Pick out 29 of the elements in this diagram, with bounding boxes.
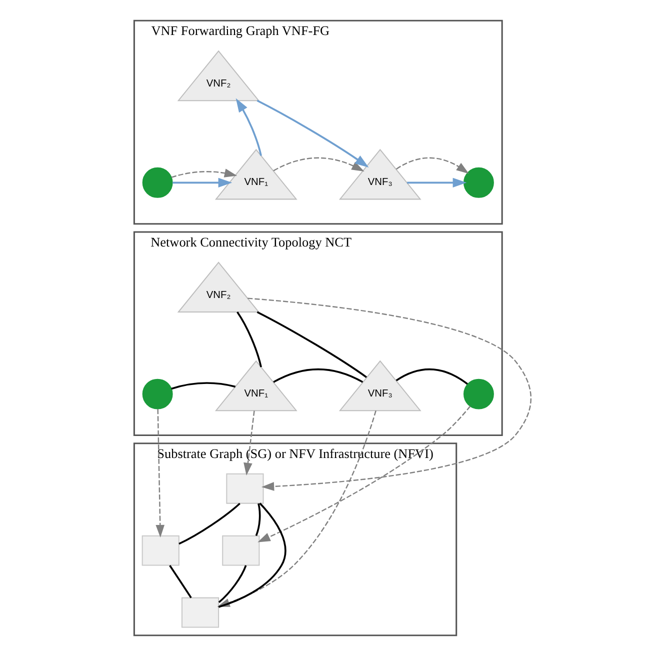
- node-circle: [142, 167, 173, 198]
- arrow: [236, 98, 262, 156]
- connector: [169, 564, 192, 598]
- arrow: [172, 178, 232, 188]
- connector: [256, 311, 368, 378]
- cluster: Substrate Graph (SG) or NFV Infrastructure (NFVI): [133, 442, 458, 636]
- arrow: [256, 100, 369, 168]
- connector: [178, 502, 240, 545]
- connector: [273, 368, 364, 383]
- connector: [171, 382, 236, 390]
- node-circle: [463, 167, 494, 198]
- node-box: [181, 597, 220, 628]
- arrow: [244, 410, 255, 476]
- arrow: [156, 409, 165, 538]
- node-box: [226, 473, 264, 504]
- arrow: [248, 298, 532, 491]
- node-circle: [142, 378, 173, 410]
- arrow: [396, 157, 469, 174]
- arrow: [273, 157, 364, 172]
- connector: [396, 368, 468, 385]
- node-circle: [463, 378, 494, 410]
- connector: [236, 312, 262, 368]
- arrow: [407, 178, 467, 188]
- connector: [255, 503, 261, 536]
- connector: [218, 565, 247, 604]
- node-box: [222, 535, 260, 566]
- arrow: [258, 406, 471, 542]
- node-box: [142, 535, 180, 566]
- arrow: [171, 168, 238, 178]
